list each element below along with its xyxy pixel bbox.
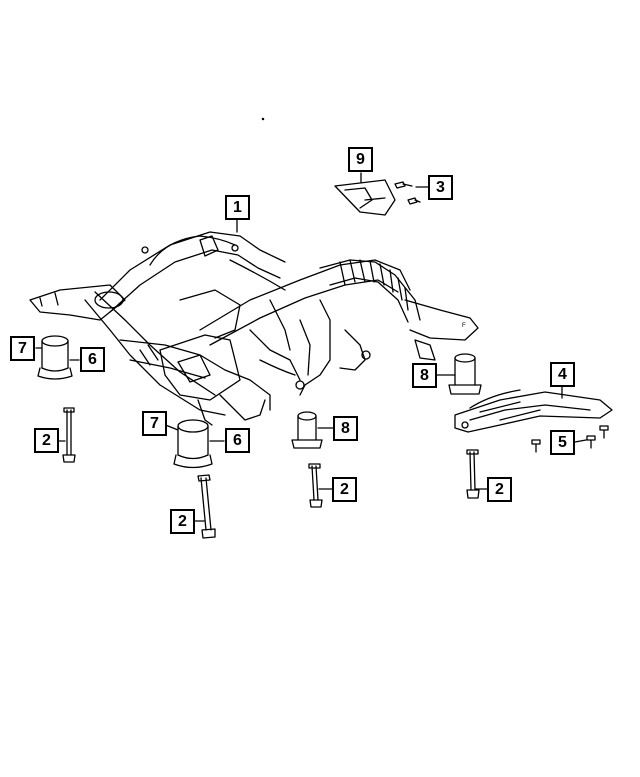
crossmember-frame: F xyxy=(29,231,479,426)
mount-center-8 xyxy=(291,411,323,449)
callout-2: 2 xyxy=(34,428,59,453)
bushing-center xyxy=(173,419,213,469)
bushing-left xyxy=(37,335,73,380)
svg-text:F: F xyxy=(462,323,466,329)
callout-7: 7 xyxy=(10,336,35,361)
callout-5: 5 xyxy=(550,430,575,455)
bolt-2c xyxy=(308,463,323,508)
callout-2: 2 xyxy=(332,477,357,502)
mount-right-8 xyxy=(448,353,482,395)
callout-6: 6 xyxy=(80,347,105,372)
bolt-2a xyxy=(62,407,76,463)
brace-4 xyxy=(454,389,613,433)
bolts-3 xyxy=(394,181,421,205)
callout-4: 4 xyxy=(550,362,575,387)
bolt-2b xyxy=(197,474,216,539)
bolt-2d xyxy=(466,449,480,499)
fasteners-5 xyxy=(531,425,609,453)
callout-8: 8 xyxy=(333,416,358,441)
callout-8: 8 xyxy=(412,363,437,388)
leader-5 xyxy=(574,439,587,443)
callout-6: 6 xyxy=(225,428,250,453)
callout-2: 2 xyxy=(170,509,195,534)
callout-9: 9 xyxy=(348,147,373,172)
callout-2: 2 xyxy=(487,477,512,502)
callout-1: 1 xyxy=(225,195,250,220)
bracket-9 xyxy=(334,179,396,216)
callout-7: 7 xyxy=(142,411,167,436)
callout-3: 3 xyxy=(428,175,453,200)
